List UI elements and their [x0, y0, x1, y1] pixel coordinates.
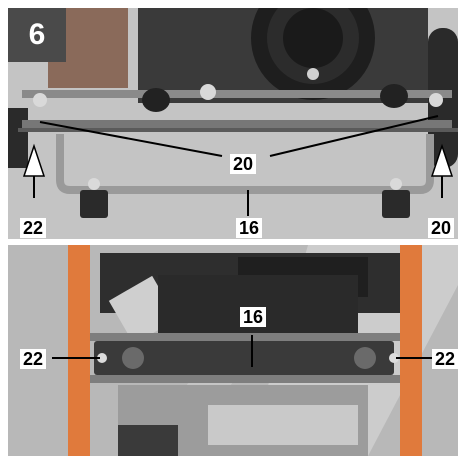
top-photo-panel: 6 20 22 16 20 — [8, 8, 458, 239]
callout-16-bottom: 16 — [240, 307, 267, 327]
bottom-photo-panel: 16 22 22 — [8, 245, 458, 456]
callout-20-center: 20 — [230, 154, 257, 174]
generator-front-photo — [8, 245, 458, 456]
callout-22-left: 22 — [20, 218, 47, 238]
step-number-badge: 6 — [8, 8, 66, 62]
callout-22-right-bottom: 22 — [432, 349, 458, 369]
callout-22-left-bottom: 22 — [20, 349, 47, 369]
callout-20-right: 20 — [428, 218, 455, 238]
generator-underside-photo — [8, 8, 458, 239]
callout-16: 16 — [236, 218, 263, 238]
